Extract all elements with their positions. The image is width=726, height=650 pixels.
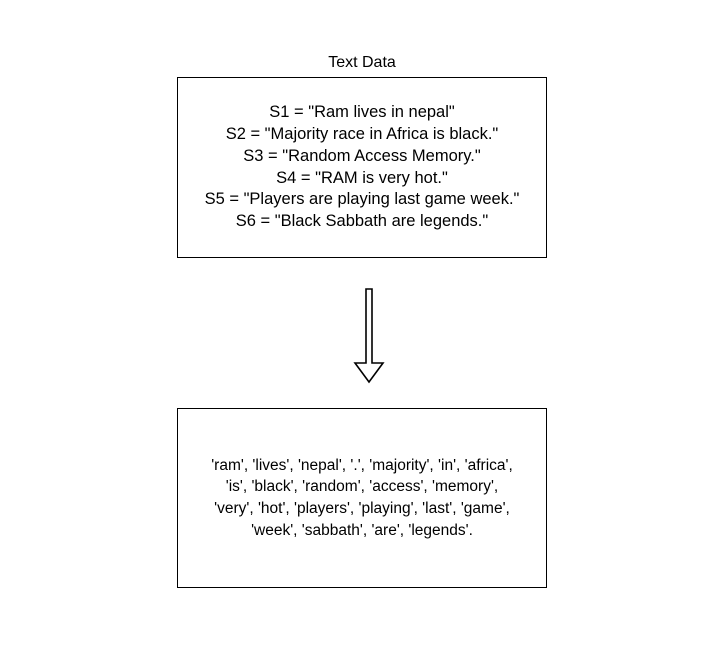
input-text-box: S1 = "Ram lives in nepal" S2 = "Majority… xyxy=(177,77,547,258)
input-line-s6: S6 = "Black Sabbath are legends." xyxy=(235,211,489,230)
output-line-1: 'ram', 'lives', 'nepal', '.', 'majority'… xyxy=(211,456,513,474)
output-line-4: 'week', 'sabbath', 'are', 'legends'. xyxy=(251,521,473,539)
output-tokens-box: 'ram', 'lives', 'nepal', '.', 'majority'… xyxy=(177,408,547,588)
output-token-lines: 'ram', 'lives', 'nepal', '.', 'majority'… xyxy=(211,455,513,542)
input-line-s5: S5 = "Players are playing last game week… xyxy=(204,190,520,209)
output-line-3: 'very', 'hot', 'players', 'playing', 'la… xyxy=(214,500,510,517)
down-arrow-icon xyxy=(353,288,385,384)
input-line-s4: S4 = "RAM is very hot." xyxy=(276,168,448,187)
output-line-2: 'is', 'black', 'random', 'access', 'memo… xyxy=(225,478,499,496)
input-text-lines: S1 = "Ram lives in nepal" S2 = "Majority… xyxy=(205,102,520,232)
input-line-s3: S3 = "Random Access Memory." xyxy=(243,146,481,165)
input-title: Text Data xyxy=(328,54,396,71)
input-line-s1: S1 = "Ram lives in nepal" xyxy=(269,103,455,122)
input-line-s2: S2 = "Majority race in Africa is black." xyxy=(225,125,499,144)
